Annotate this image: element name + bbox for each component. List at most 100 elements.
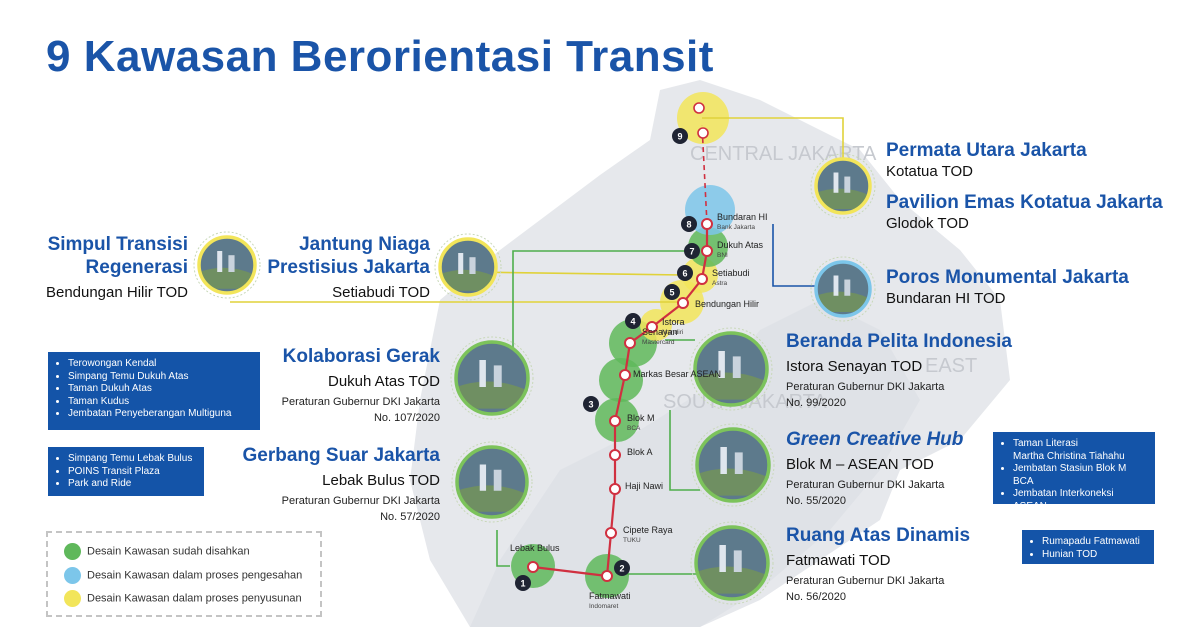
station-marker [601,570,613,582]
station-marker [696,273,708,285]
legend-swatch [64,590,81,607]
station-sponsor: Indomaret [589,603,618,610]
zone-number: 2 [619,564,624,574]
station-marker [609,415,621,427]
info-item: Simpang Temu Lebak Bulus [68,453,196,466]
tod-name: Ruang Atas Dinamis [786,525,971,546]
tod-sub: Istora Senayan TOD [786,358,923,375]
tod-sub: Kotatua TOD [886,163,973,180]
tod-ruang-atas: Ruang Atas Dinamis Fatmawati TOD Peratur… [786,524,970,605]
station-label: Bundaran HI [717,212,768,222]
info-box-dukuh-atas: Terowongan Kendal Simpang Temu Dukuh Ata… [48,352,260,430]
connector-line [772,224,815,287]
zone-number: 7 [689,247,694,257]
tod-name: Beranda Pelita Indonesia [786,331,1012,352]
legend-item-drafting: Desain Kawasan dalam proses penyusunan [64,590,302,607]
zone-number-badge [583,396,599,412]
zone-area [685,185,735,235]
tod-name: Gerbang Suar Jakarta [242,445,440,466]
zone-number: 8 [686,220,691,230]
connector-line [669,410,700,491]
station-label: Setiabudi [712,268,750,278]
info-box-lebak-bulus: Simpang Temu Lebak Bulus POINS Transit P… [48,447,204,496]
tod-sub: Blok M – ASEAN TOD [786,456,934,473]
tod-green-creative-hub: Green Creative Hub Blok M – ASEAN TOD Pe… [786,428,963,509]
station-label: Fatmawati [589,591,631,601]
tod-kolaborasi-gerak: Kolaborasi Gerak Dukuh Atas TOD Peratura… [250,345,440,426]
legend-item-approval-process: Desain Kawasan dalam proses pengesahan [64,567,302,584]
station-sponsor: Mastercard [642,339,675,346]
map-land-2 [470,300,920,627]
station-label: Dukuh Atas [717,240,764,250]
station-marker [701,245,713,257]
station-marker [697,127,709,139]
station-label: Senayan [642,327,678,337]
zone-area [599,358,643,402]
tod-pavilion-emas: Pavilion Emas Kotatua Jakarta Glodok TOD [886,191,1163,234]
tod-name-line2: Prestisius Jakarta [267,257,430,278]
station-label: Bendungan Hilir [695,299,759,309]
tod-jantung-niaga: Jantung Niaga Prestisius Jakarta Setiabu… [250,233,430,303]
info-item: Jembatan Penyeberangan Multiguna [68,408,252,421]
station-marker [677,297,689,309]
region-label-east: EAST [925,355,977,377]
photo-fatmawati [690,521,774,605]
connector-line [496,530,510,567]
station-sponsor: Astra [712,280,728,287]
station-sponsor: TUKU [623,537,641,544]
zone-number-badge [625,313,641,329]
photo-istora-senayan [689,327,773,411]
station-label: Blok M [627,413,655,423]
station-label: Lebak Bulus [510,543,560,553]
legend-item-approved: Desain Kawasan sudah disahkan [64,543,250,560]
region-label-central: CENTRAL JAKARTA [690,143,877,165]
connector-line [512,250,690,350]
station-sponsor: Mandiri [662,329,683,336]
page-title: 9 Kawasan Berorientasi Transit [46,32,714,81]
tod-name-line1: Jantung Niaga [299,234,430,255]
station-marker [619,369,631,381]
station-marker [701,218,713,230]
tod-name: Permata Utara Jakarta [886,140,1087,161]
station-label: Cipete Raya [623,525,673,535]
tod-sub: Glodok TOD [886,215,969,232]
legend-swatch [64,567,81,584]
photo-blok-m [691,423,775,507]
zone-number-badge [672,128,688,144]
zone-number-badge [684,243,700,259]
zone-number: 1 [520,579,525,589]
tod-sub: Bundaran HI TOD [886,290,1006,307]
tod-gerbang-suar: Gerbang Suar Jakarta Lebak Bulus TOD Per… [230,444,440,525]
zone-number-badge [664,284,680,300]
photo-bendungan-hilir [193,231,261,299]
info-item: Jembatan Interkoneksi ASEAN [1013,488,1147,513]
station-marker [609,449,621,461]
legend: Desain Kawasan sudah disahkan Desain Kaw… [46,531,322,617]
info-item: Rumapadu Fatmawati [1042,536,1146,549]
info-item: Hunian TOD [1042,549,1146,562]
tod-sub: Setiabudi TOD [332,284,430,301]
zone-number-badge [614,560,630,576]
station-marker [646,321,658,333]
tod-simpul-transisi: Simpul Transisi Regenerasi Bendungan Hil… [30,233,188,303]
zone-number: 3 [588,400,593,410]
info-item: Jembatan Stasiun Blok M BCA [1013,463,1147,488]
photo-bundaran-hi [810,256,876,322]
mrt-extension-line [701,124,708,225]
tod-name: Pavilion Emas Kotatua Jakarta [886,192,1163,213]
zone-number: 5 [669,288,674,298]
legend-swatch [64,543,81,560]
connector-line [702,117,844,160]
info-item: Terowongan Kendal [68,358,252,371]
zone-number-badge [677,265,693,281]
station-marker [624,337,636,349]
info-item: POINS Transit Plaza [68,466,196,479]
station-sponsor: BNI [717,252,728,259]
station-label: Blok A [627,447,653,457]
